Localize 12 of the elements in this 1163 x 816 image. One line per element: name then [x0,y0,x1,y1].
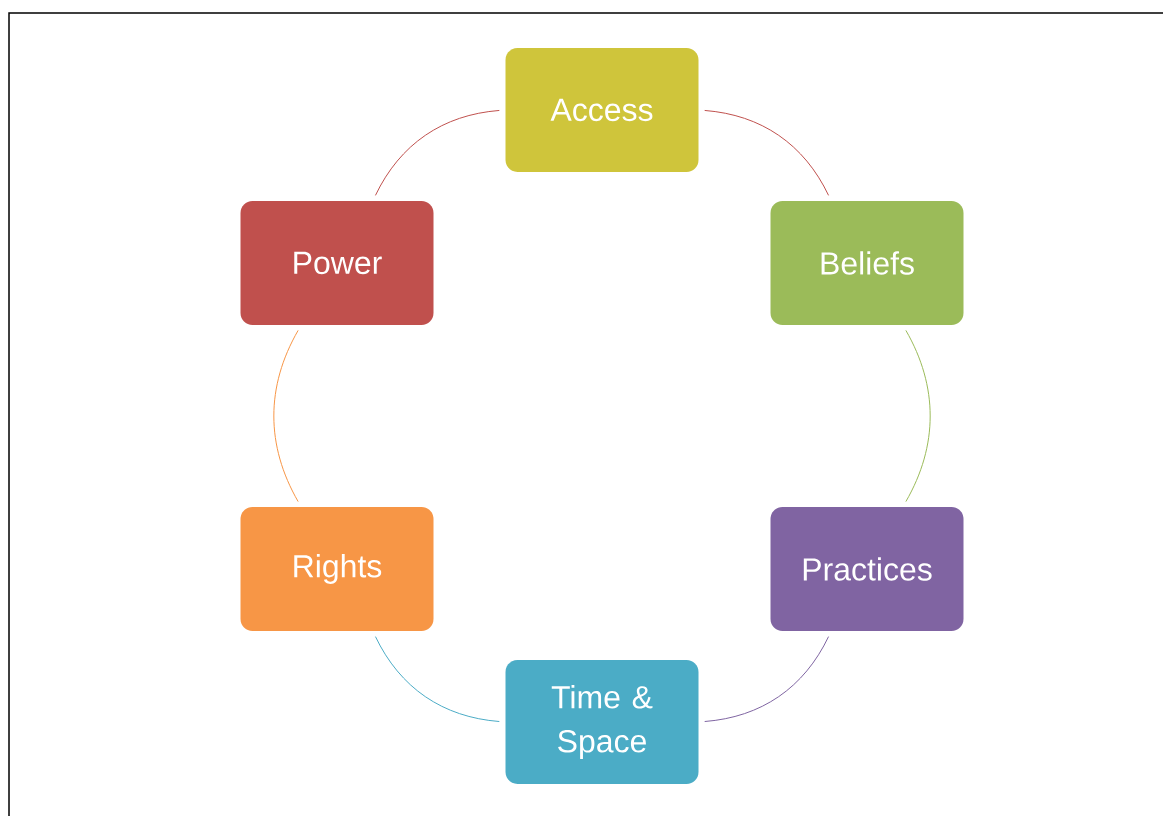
process-box: Rights [240,507,434,631]
connector-arc [704,636,830,722]
process-box: Access [505,48,699,172]
connector-arc [374,109,500,196]
process-box: Time & Space [505,660,699,784]
connector-arc [273,329,299,503]
process-box: Practices [770,507,964,631]
connector-arc [374,636,500,722]
process-box: Beliefs [770,201,964,325]
connector-arc [704,109,830,196]
connector-arc [905,329,931,503]
process-box: Power [240,201,434,325]
